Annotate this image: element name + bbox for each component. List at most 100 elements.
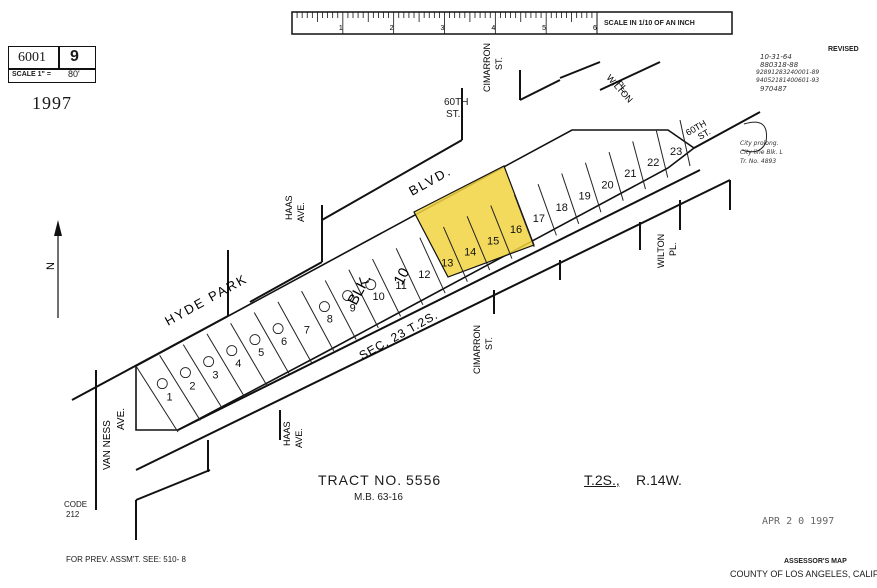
haas-bottom-2: AVE. <box>294 428 304 448</box>
parcel-21: 21 <box>624 168 636 180</box>
parcel-divider <box>348 269 379 329</box>
parcel-8: 8 <box>327 313 333 325</box>
parcel-divider <box>655 130 669 178</box>
sixtieth-left-2: ST. <box>446 109 461 120</box>
parcel-2: 2 <box>189 381 195 393</box>
north-arrow: N <box>45 220 62 318</box>
parcel-divider <box>466 216 491 271</box>
parcel-divider <box>230 322 268 386</box>
parcel-17: 17 <box>533 213 545 225</box>
parcel-19: 19 <box>579 191 591 203</box>
van-ness-1: VAN NESS <box>102 420 113 470</box>
county-label: COUNTY OF LOS ANGELES, CALIF. <box>730 569 877 579</box>
parcel-divider <box>537 184 557 236</box>
mb-reference: M.B. 63-16 <box>354 492 403 503</box>
map-year: 1997 <box>32 93 72 113</box>
hyde-park-label: HYDE PARK <box>162 271 250 329</box>
parcel-circle <box>249 334 261 346</box>
parcel-6: 6 <box>281 336 287 348</box>
township: T.2S., <box>584 472 620 488</box>
parcel-divider <box>490 205 513 259</box>
revision-note-4: 94052181400601-93 <box>756 77 820 84</box>
parcel-divider <box>182 344 223 410</box>
parcel-22: 22 <box>647 157 659 169</box>
parcel-divider <box>324 280 357 340</box>
block-outline <box>135 129 696 431</box>
parcel-divider <box>679 119 691 167</box>
map-book-number: 6001 <box>18 50 46 65</box>
received-stamp: APR 2 0 1997 <box>762 516 835 527</box>
map-book-box <box>8 46 96 70</box>
revision-note-2: 880318-88 <box>760 61 799 69</box>
wilton-bottom-1: WILTON <box>656 234 666 268</box>
parcel-divider <box>513 194 535 248</box>
parcel-7: 7 <box>304 325 310 337</box>
parcel-18: 18 <box>556 202 568 214</box>
map-page-number: 9 <box>70 48 79 65</box>
code-label: CODE <box>64 500 88 509</box>
svg-text:N: N <box>45 262 57 270</box>
prev-assessment: FOR PREV. ASSM'T. SEE: 510- 8 <box>66 555 186 564</box>
parcel-13: 13 <box>441 258 453 270</box>
annotation-note-3: Tr. No. 4893 <box>740 158 777 165</box>
parcel-9: 9 <box>350 302 356 314</box>
assessor-map-label: ASSESSOR'S MAP <box>784 558 847 565</box>
scale-tick-label: 3 <box>441 25 445 32</box>
parcel-divider <box>135 365 179 433</box>
parcel-divider <box>419 237 446 294</box>
code-value: 212 <box>66 510 80 519</box>
parcel-divider <box>301 290 335 352</box>
parcel-circle <box>179 367 191 379</box>
street-line-lower <box>177 169 701 431</box>
scale-tick-label: 4 <box>491 25 495 32</box>
scale-tick-label: 2 <box>390 25 394 32</box>
parcel-divider <box>372 258 402 317</box>
parcel-10: 10 <box>373 291 385 303</box>
parcel-5: 5 <box>258 347 264 359</box>
scale-tick-label: 1 <box>339 25 343 32</box>
scale-value: 80' <box>68 69 80 79</box>
annotation-note-2: City line Blk. L <box>740 149 783 156</box>
cimarron-top-2: ST. <box>494 57 504 70</box>
parcel-circle <box>156 378 168 390</box>
parcel-16: 16 <box>510 224 522 236</box>
van-ness-2: AVE. <box>116 408 127 430</box>
parcel-11: 11 <box>395 280 406 292</box>
annotation-curve <box>741 121 768 153</box>
parcel-divider <box>253 312 290 375</box>
cimarron-bottom-1: CIMARRON <box>472 325 482 374</box>
scale-box <box>8 68 96 83</box>
parcel-1: 1 <box>167 392 173 404</box>
range: R.14W. <box>636 472 682 488</box>
parcel-circle <box>365 279 377 291</box>
parcel-20: 20 <box>601 179 613 191</box>
street-line-hyde-park-upper-3 <box>321 139 463 221</box>
scale-tick-label: 5 <box>542 25 546 32</box>
parcel-circle <box>318 301 330 313</box>
scale-tick-label: 6 <box>593 25 597 32</box>
parcel-divider <box>632 141 646 190</box>
parcel-3: 3 <box>212 369 218 381</box>
parcel-23: 23 <box>670 146 682 158</box>
cimarron-top-1: CIMARRON <box>482 43 492 92</box>
parcel-divider <box>561 173 580 224</box>
street-line-hyde-park-upper <box>71 315 229 401</box>
parcel-divider <box>159 355 201 421</box>
parcel-divider <box>395 248 424 305</box>
street-line-hyde-park-upper-2 <box>249 261 323 303</box>
cimarron-bottom-2: ST. <box>484 337 494 350</box>
tract-number: 5556 <box>406 472 442 488</box>
tract-label: TRACT NO. <box>318 472 403 488</box>
parcel-12: 12 <box>418 269 430 281</box>
parcel-circle <box>226 345 238 357</box>
scale-label: SCALE 1" = <box>12 71 51 78</box>
wilton-bottom-2: PL. <box>668 242 678 256</box>
annotation-note-1: City prolong. <box>740 140 779 147</box>
parcel-divider <box>584 162 602 213</box>
parcel-divider <box>443 226 468 282</box>
revision-note-5: 970487 <box>760 85 787 93</box>
scale-bar-label: SCALE IN 1/10 OF AN INCH <box>604 20 695 27</box>
parcel-14: 14 <box>464 246 476 258</box>
scale-bar: 1 2 3 4 5 6 <box>291 11 733 35</box>
